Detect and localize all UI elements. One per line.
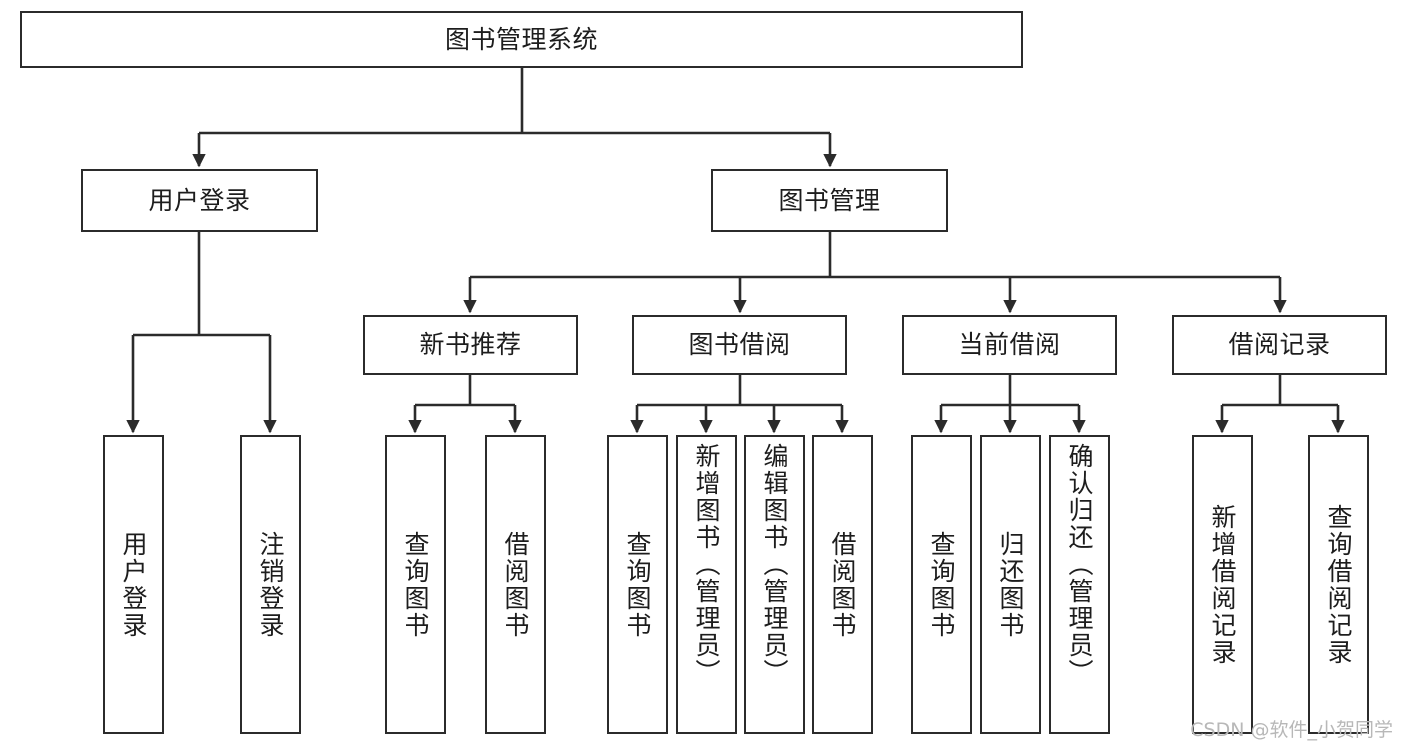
leaf-add-record-label: 新增借阅记录 — [1208, 503, 1237, 666]
node-book-manage-label: 图书管理 — [778, 185, 881, 215]
leaf-return-book-label: 归还图书 — [996, 530, 1025, 639]
node-user-login[interactable]: 用户登录 — [81, 169, 318, 232]
leaf-user-login[interactable]: 用户登录 — [103, 435, 164, 734]
watermark: CSDN @软件_小贺同学 — [1190, 719, 1393, 741]
leaf-query-book-1-label: 查询图书 — [401, 530, 430, 639]
leaf-confirm-return[interactable]: 确认归还（管理员） — [1049, 435, 1110, 734]
leaf-edit-book[interactable]: 编辑图书（管理员） — [744, 435, 805, 734]
leaf-return-book[interactable]: 归还图书 — [980, 435, 1041, 734]
leaf-query-book-3-label: 查询图书 — [927, 530, 956, 639]
leaf-borrow-book-2-label: 借阅图书 — [828, 530, 857, 639]
node-book-borrow[interactable]: 图书借阅 — [632, 315, 847, 375]
node-user-login-label: 用户登录 — [148, 185, 251, 215]
node-root-label: 图书管理系统 — [444, 24, 598, 54]
leaf-query-record-label: 查询借阅记录 — [1324, 503, 1353, 666]
node-book-borrow-label: 图书借阅 — [688, 330, 791, 359]
leaf-edit-book-label: 编辑图书（管理员） — [760, 443, 789, 686]
node-current-borrow-label: 当前借阅 — [958, 330, 1061, 359]
node-borrow-record[interactable]: 借阅记录 — [1172, 315, 1387, 375]
leaf-query-book-2-label: 查询图书 — [623, 530, 652, 639]
node-current-borrow[interactable]: 当前借阅 — [902, 315, 1117, 375]
leaf-borrow-book-2[interactable]: 借阅图书 — [812, 435, 873, 734]
leaf-confirm-return-label: 确认归还（管理员） — [1065, 443, 1094, 686]
leaf-logout[interactable]: 注销登录 — [240, 435, 301, 734]
leaf-query-book-3[interactable]: 查询图书 — [911, 435, 972, 734]
node-book-manage[interactable]: 图书管理 — [711, 169, 948, 232]
leaf-query-book-1[interactable]: 查询图书 — [385, 435, 446, 734]
node-new-book-rec-label: 新书推荐 — [419, 330, 522, 359]
node-borrow-record-label: 借阅记录 — [1228, 330, 1331, 359]
leaf-query-record[interactable]: 查询借阅记录 — [1308, 435, 1369, 734]
leaf-add-book[interactable]: 新增图书（管理员） — [676, 435, 737, 734]
node-root[interactable]: 图书管理系统 — [20, 11, 1023, 68]
leaf-borrow-book-1-label: 借阅图书 — [501, 530, 530, 639]
leaf-add-record[interactable]: 新增借阅记录 — [1192, 435, 1253, 734]
leaf-logout-label: 注销登录 — [256, 530, 285, 639]
leaf-user-login-label: 用户登录 — [119, 530, 148, 639]
leaf-add-book-label: 新增图书（管理员） — [692, 443, 721, 686]
node-new-book-rec[interactable]: 新书推荐 — [363, 315, 578, 375]
leaf-query-book-2[interactable]: 查询图书 — [607, 435, 668, 734]
leaf-borrow-book-1[interactable]: 借阅图书 — [485, 435, 546, 734]
